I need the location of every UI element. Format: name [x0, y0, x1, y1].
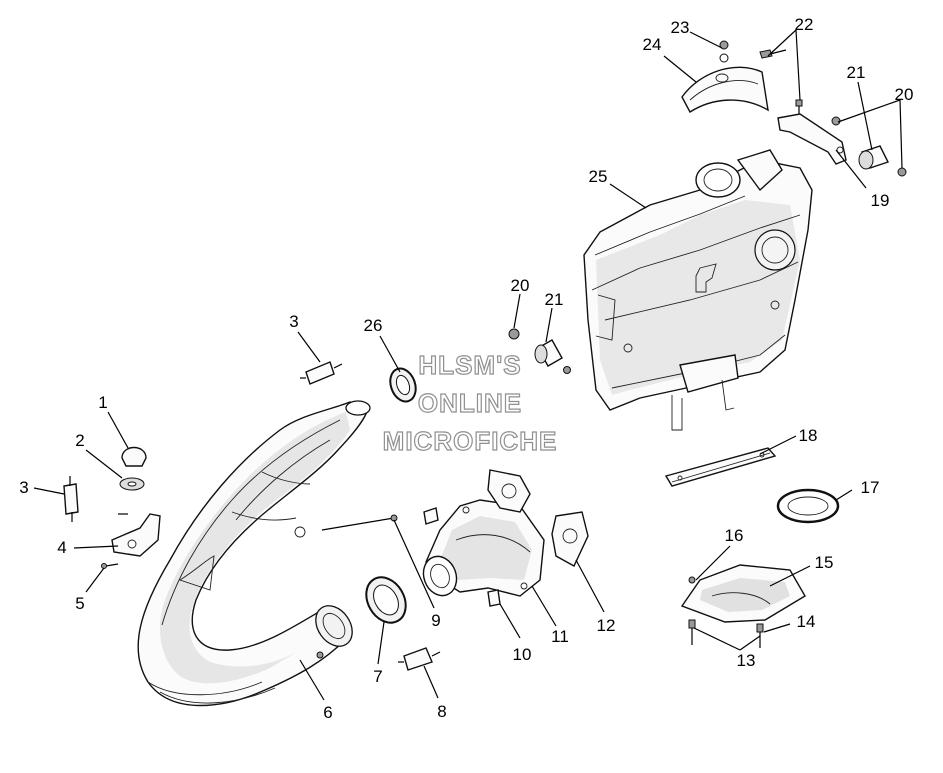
watermark-line-2: ONLINE [418, 388, 522, 418]
washer-part-2 [119, 477, 145, 491]
callout-5: 5 [75, 594, 84, 613]
bracket-part-19 [777, 113, 847, 165]
gasket-part-12-upper [487, 469, 531, 513]
coupler-part-7 [365, 576, 407, 624]
callout-21-mid: 21 [545, 290, 564, 309]
spring-part-3-left [63, 476, 79, 522]
cap-part-1 [121, 446, 147, 467]
callout-18: 18 [799, 426, 818, 445]
rubber-mount-part-21-mid [534, 339, 571, 374]
callout-15: 15 [815, 553, 834, 572]
callout-7: 7 [373, 667, 382, 686]
callout-20-right: 20 [895, 85, 914, 104]
gasket-part-17 [776, 488, 840, 524]
gasket-part-12-lower [551, 511, 589, 567]
callout-21-right: 21 [847, 63, 866, 82]
callout-13: 13 [737, 651, 756, 670]
callout-8: 8 [437, 702, 446, 721]
muffler-part-25 [583, 149, 813, 431]
callout-labels: 1 2 3 4 5 3 26 6 7 8 9 10 11 12 13 14 15… [19, 15, 913, 722]
spring-part-8 [398, 647, 441, 671]
heat-plate-part-15 [680, 564, 806, 623]
callout-20-mid: 20 [511, 276, 530, 295]
callout-16: 16 [725, 526, 744, 545]
callout-4: 4 [57, 538, 66, 557]
callout-10: 10 [513, 645, 532, 664]
callout-12: 12 [597, 616, 616, 635]
callout-3-top: 3 [289, 312, 298, 331]
expansion-chamber-part-6 [137, 400, 371, 707]
heat-shield-part-24 [681, 66, 769, 113]
ring-part-26 [389, 367, 417, 403]
strap-part-18 [664, 447, 777, 487]
callout-25: 25 [589, 167, 608, 186]
leader-lines [33, 29, 903, 701]
callout-11: 11 [551, 627, 569, 646]
callout-24: 24 [643, 35, 662, 54]
callout-22: 22 [795, 15, 814, 34]
spring-part-3-top [300, 361, 343, 385]
watermark-line-1: HLSM'S [418, 350, 521, 380]
rod-part-9 [321, 514, 398, 531]
callout-6: 6 [323, 703, 332, 722]
watermark-line-3: MICROFICHE [383, 426, 558, 456]
callout-19: 19 [871, 191, 890, 210]
screw-part-5 [101, 563, 119, 569]
callout-2: 2 [75, 431, 84, 450]
callout-14: 14 [797, 612, 816, 631]
callout-26: 26 [364, 316, 383, 335]
mount-part-4 [111, 513, 161, 557]
studs-part-13-14 [688, 619, 764, 648]
nut-part-20-mid [508, 328, 520, 340]
callout-9: 9 [431, 611, 440, 630]
manifold-part-11 [422, 499, 545, 607]
callout-23: 23 [671, 18, 690, 37]
callout-3-left: 3 [19, 478, 28, 497]
callout-1: 1 [98, 393, 107, 412]
callout-17: 17 [861, 478, 880, 497]
watermark: HLSM'S ONLINE MICROFICHE [382, 349, 558, 456]
rubber-mount-part-21-upper [858, 145, 907, 177]
washer-part-23 [719, 40, 729, 63]
